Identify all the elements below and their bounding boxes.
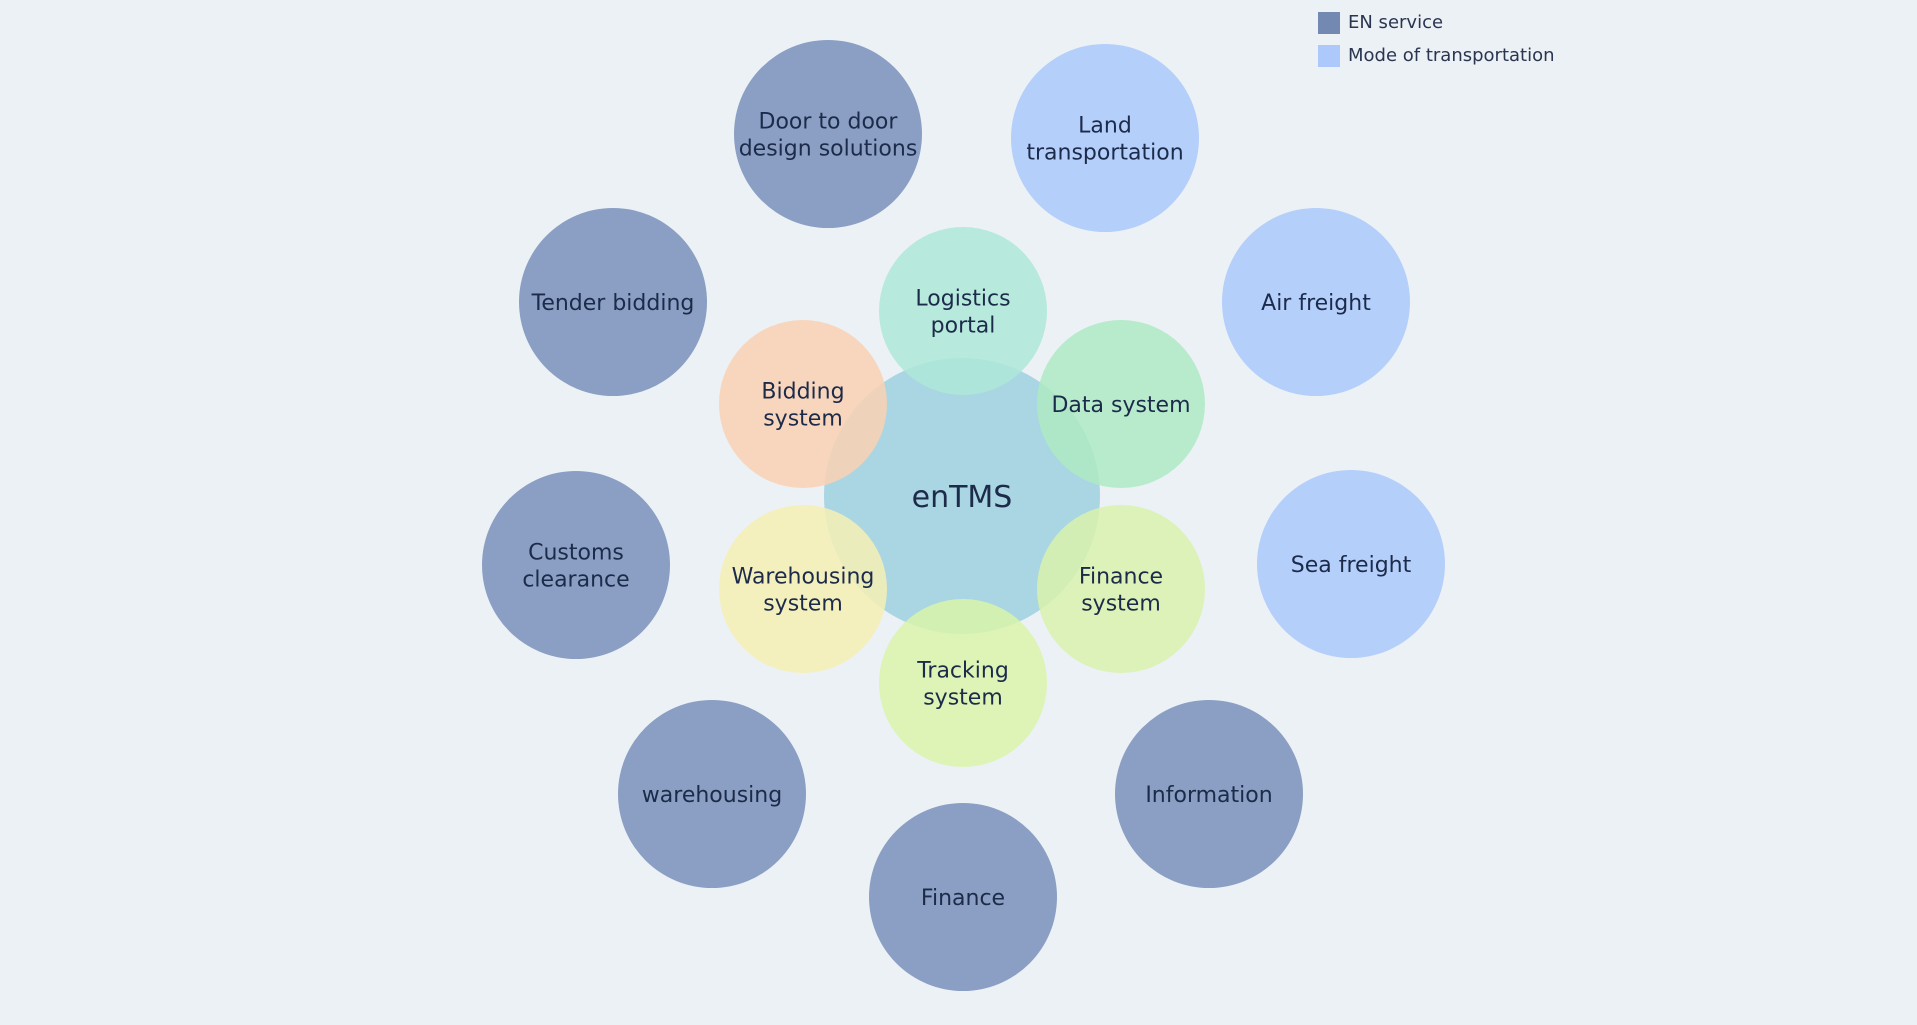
outer-node-information-circle: [1115, 700, 1303, 888]
outer-node-warehousing-circle: [618, 700, 806, 888]
outer-node-tender-bidding-circle: [519, 208, 707, 396]
legend-swatch-transportation: [1318, 44, 1340, 67]
outer-node-warehousing-label: warehousing: [642, 783, 782, 808]
inner-node-warehousing-system-label-line: system: [763, 591, 843, 616]
legend-label-transportation: Mode of transportation: [1348, 45, 1555, 66]
inner-node-logistics-portal-circle: [879, 227, 1047, 395]
inner-node-logistics-portal-label-line: Logistics: [915, 286, 1010, 311]
outer-node-door-to-door-label-line: design solutions: [739, 136, 918, 161]
outer-node-sea-freight[interactable]: Sea freight: [1257, 470, 1445, 658]
inner-node-data-system-circle: [1037, 320, 1205, 488]
outer-node-air-freight-label-line: Air freight: [1261, 291, 1371, 316]
inner-node-warehousing-system-circle: [719, 505, 887, 673]
inner-node-bidding-system-label-line: Bidding: [761, 379, 844, 404]
inner-node-bidding-system-label-line: system: [763, 406, 843, 431]
inner-node-data-system[interactable]: Data system: [1037, 320, 1205, 488]
outer-node-finance-label: Finance: [921, 886, 1005, 911]
inner-node-data-system-label: Data system: [1051, 393, 1190, 418]
outer-node-land-transportation-label-line: Land: [1078, 113, 1132, 138]
inner-node-warehousing-system-label-line: Warehousing: [732, 564, 875, 589]
outer-node-finance-label-line: Finance: [921, 886, 1005, 911]
outer-node-finance-circle: [869, 803, 1057, 991]
inner-node-finance-system-circle: [1037, 505, 1205, 673]
outer-node-air-freight-label: Air freight: [1261, 291, 1371, 316]
outer-node-information-label: Information: [1145, 783, 1272, 808]
outer-node-warehousing[interactable]: warehousing: [618, 700, 806, 888]
outer-node-land-transportation-circle: [1011, 44, 1199, 232]
outer-node-sea-freight-circle: [1257, 470, 1445, 658]
inner-node-logistics-portal-label-line: portal: [931, 313, 996, 338]
center-node-entms-circle: [824, 358, 1100, 634]
outer-node-information-label-line: Information: [1145, 783, 1272, 808]
outer-node-door-to-door-label-line: Door to door: [759, 109, 899, 134]
legend-swatch-en-service: [1318, 11, 1340, 34]
outer-node-customs-clearance-circle: [482, 471, 670, 659]
outer-node-finance[interactable]: Finance: [869, 803, 1057, 991]
outer-node-customs-clearance-label-line: clearance: [522, 567, 629, 592]
outer-node-tender-bidding[interactable]: Tender bidding: [519, 208, 707, 396]
outer-node-tender-bidding-label: Tender bidding: [531, 291, 695, 316]
outer-node-tender-bidding-label-line: Tender bidding: [531, 291, 695, 316]
outer-node-sea-freight-label-line: Sea freight: [1291, 553, 1412, 578]
outer-node-door-to-door-circle: [734, 40, 922, 228]
outer-node-customs-clearance-label-line: Customs: [528, 540, 624, 565]
outer-node-information[interactable]: Information: [1115, 700, 1303, 888]
inner-node-tracking-system-circle: [879, 599, 1047, 767]
legend-item-en-service[interactable]: EN service: [1318, 6, 1618, 39]
inner-node-tracking-system-label-line: system: [923, 685, 1003, 710]
inner-node-finance-system-label-line: system: [1081, 591, 1161, 616]
inner-node-data-system-label-line: Data system: [1051, 393, 1190, 418]
center-node-entms-label-line: enTMS: [912, 480, 1013, 515]
outer-node-air-freight-circle: [1222, 208, 1410, 396]
center-node-entms[interactable]: enTMS: [824, 358, 1100, 634]
inner-node-tracking-system-label-line: Tracking: [916, 658, 1009, 683]
outer-node-sea-freight-label: Sea freight: [1291, 553, 1412, 578]
inner-node-bidding-system-circle: [719, 320, 887, 488]
outer-node-warehousing-label-line: warehousing: [642, 783, 782, 808]
legend-label-en-service: EN service: [1348, 12, 1444, 33]
inner-node-finance-system-label-line: Finance: [1079, 564, 1163, 589]
legend-item-transportation[interactable]: Mode of transportation: [1318, 39, 1618, 72]
outer-node-land-transportation-label-line: transportation: [1026, 140, 1183, 165]
legend: EN service Mode of transportation: [1318, 6, 1618, 72]
outer-node-air-freight[interactable]: Air freight: [1222, 208, 1410, 396]
center-node-entms-label: enTMS: [912, 480, 1013, 515]
